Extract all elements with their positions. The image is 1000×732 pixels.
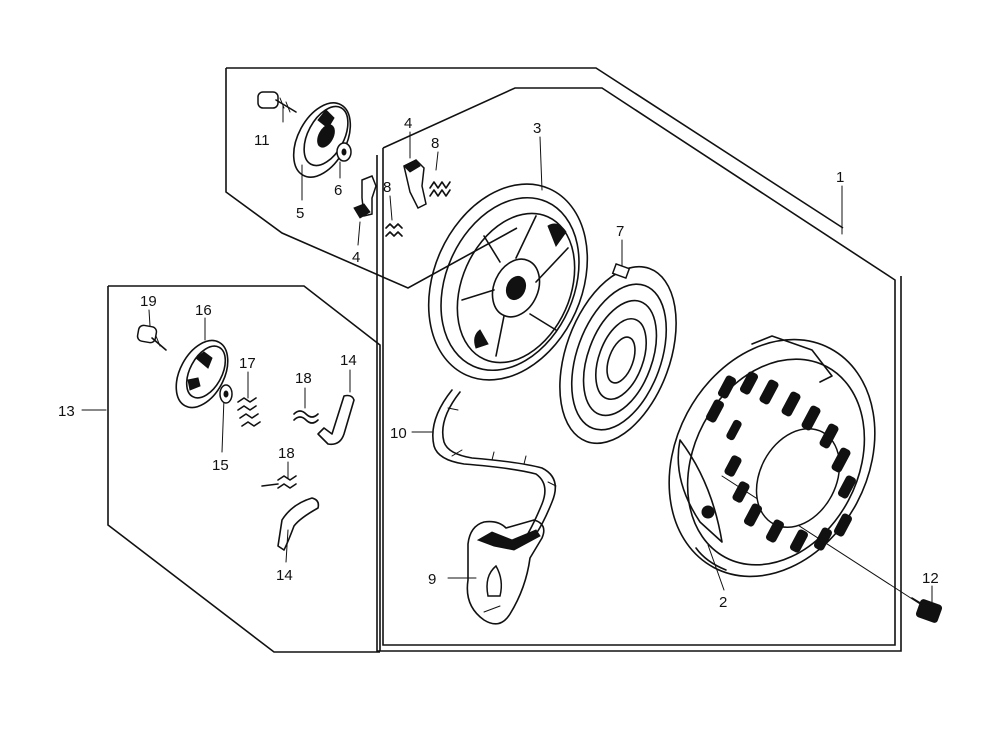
ratchet-guide-plate — [292, 102, 352, 178]
callout-6: 6 — [334, 182, 342, 199]
callout-3: 3 — [533, 120, 541, 137]
ratchet-upper — [403, 159, 427, 210]
coil-spring — [237, 397, 261, 427]
screw-upper — [257, 91, 297, 113]
ratchet-spring-upper — [429, 181, 451, 197]
callout-4-upper: 4 — [404, 115, 412, 132]
callout-17: 17 — [239, 355, 256, 372]
callout-19: 19 — [140, 293, 157, 310]
callout-labels: 1 2 3 4 4 5 6 7 8 8 9 10 11 12 13 14 14 … — [58, 115, 939, 611]
frame-upper-subassembly — [225, 67, 844, 289]
starter-grip — [466, 519, 545, 625]
lever-upper — [317, 394, 355, 446]
leader-lines — [81, 105, 933, 605]
washer-upper — [336, 142, 352, 162]
flange-bolt — [911, 597, 943, 623]
callout-5: 5 — [296, 205, 304, 222]
callout-8-lower: 8 — [383, 179, 391, 196]
spring-clip-upper — [293, 410, 319, 424]
callout-1: 1 — [836, 169, 844, 186]
callout-18-upper: 18 — [295, 370, 312, 387]
frame-main-assembly — [376, 87, 902, 652]
callout-15: 15 — [212, 457, 229, 474]
frame-lower-subassembly — [107, 285, 381, 653]
callout-10: 10 — [390, 425, 407, 442]
recoil-spiral-spring — [559, 262, 677, 445]
lever-lower — [277, 497, 320, 551]
recoil-starter-case — [668, 335, 876, 578]
callout-14-upper: 14 — [340, 352, 357, 369]
ratchet-lower — [353, 175, 377, 219]
callout-14-lower: 14 — [276, 567, 293, 584]
washer-lower — [219, 384, 233, 404]
starter-rope — [432, 389, 557, 541]
spring-clip-lower — [261, 475, 297, 489]
callout-11: 11 — [254, 132, 270, 149]
callout-13: 13 — [58, 403, 75, 420]
callout-12: 12 — [922, 570, 939, 587]
starter-pulley — [427, 183, 589, 381]
callout-8-upper: 8 — [431, 135, 439, 152]
callout-7: 7 — [616, 223, 624, 240]
callout-4-lower: 4 — [352, 249, 360, 266]
ratchet-guide-lower — [175, 339, 229, 409]
callout-16: 16 — [195, 302, 212, 319]
ratchet-spring-lower — [385, 223, 403, 237]
callout-9: 9 — [428, 571, 436, 588]
screw-lower — [136, 324, 167, 351]
callout-18-lower: 18 — [278, 445, 295, 462]
callout-2: 2 — [719, 594, 727, 611]
